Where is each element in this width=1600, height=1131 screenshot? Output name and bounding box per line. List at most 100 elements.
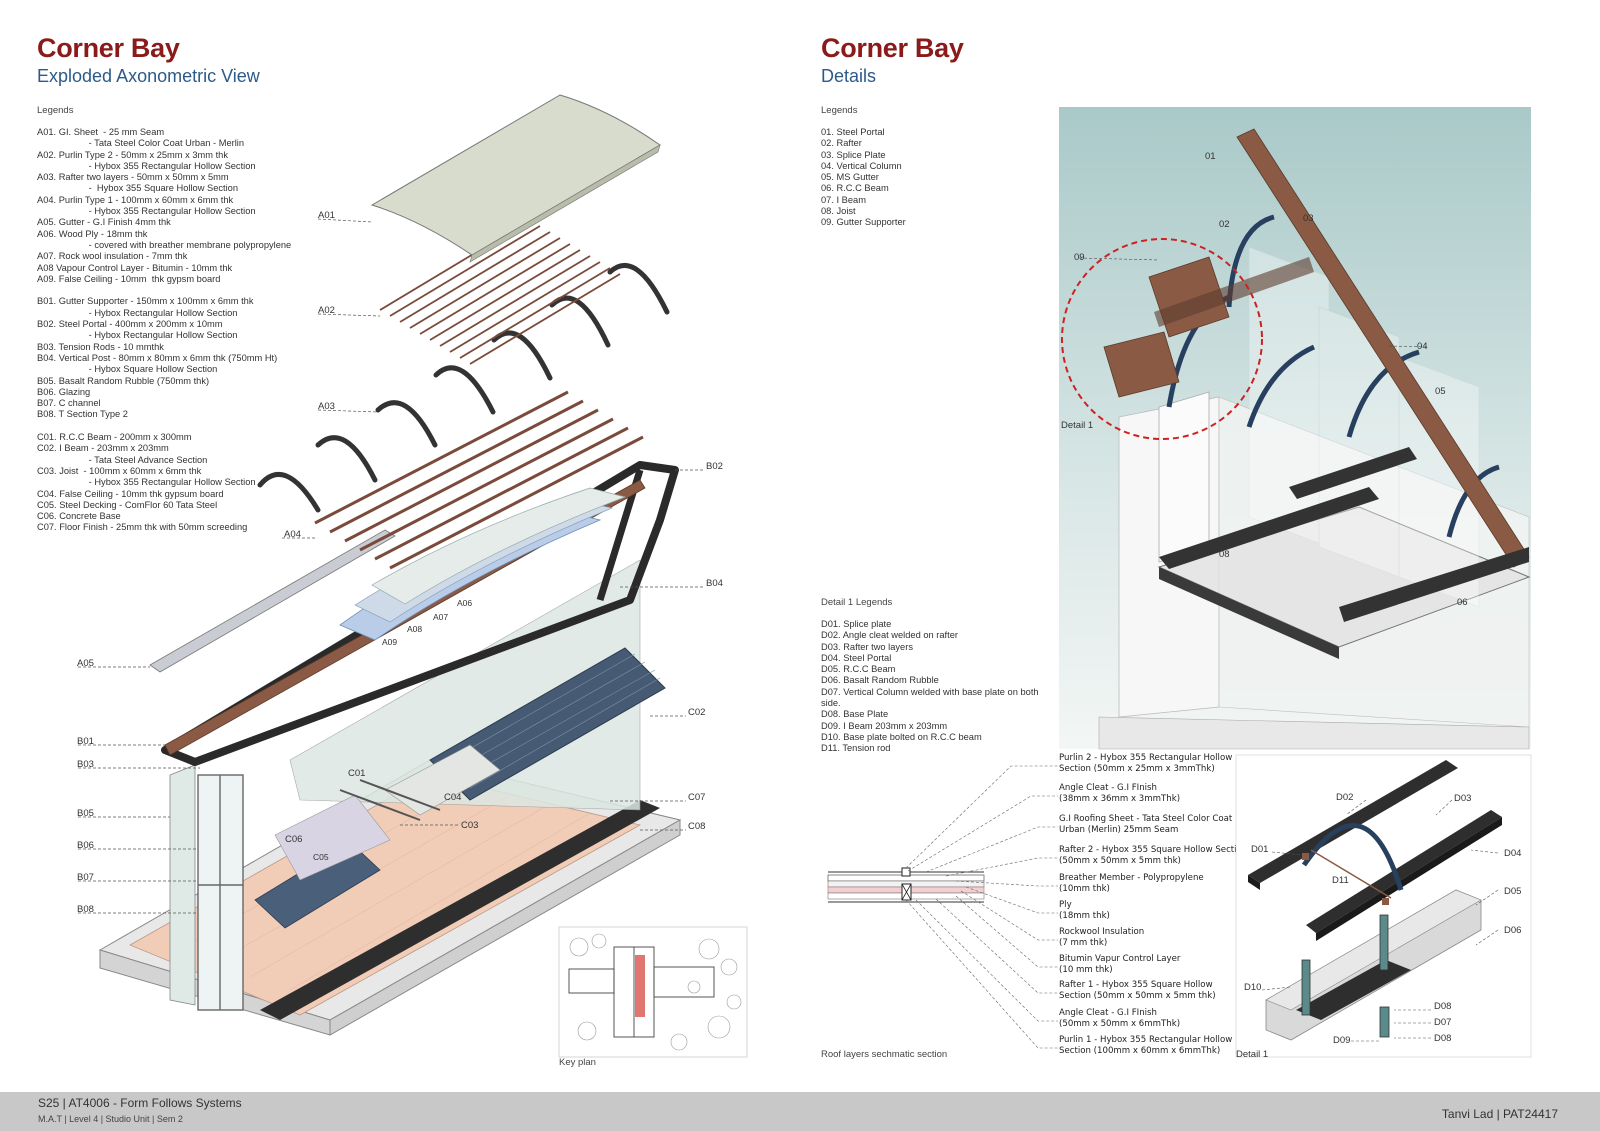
roof-layers	[339, 487, 627, 641]
legend-item: D11. Tension rod	[821, 743, 891, 754]
render-label-01: 01	[1205, 151, 1216, 162]
detail-label-d01: D01	[1251, 844, 1268, 855]
detail-label-d03: D03	[1454, 793, 1471, 804]
legend-item: B07. C channel	[37, 398, 101, 409]
label-a03: A03	[318, 401, 335, 412]
roof-layer-label: Urban (Merlin) 25mm Seam	[1059, 825, 1178, 835]
roof-layer-label: Section (50mm x 50mm x 5mm thk)	[1059, 991, 1216, 1001]
label-b06: B06	[77, 840, 94, 851]
detail-splice-plates	[1302, 853, 1389, 905]
legend-item: - Hybox Square Hollow Section	[37, 364, 218, 375]
legend-item: - Hybox 355 Rectangular Hollow Section	[37, 477, 256, 488]
legend-item: D09. I Beam 203mm x 203mm	[821, 720, 948, 731]
section-leaders	[905, 765, 1058, 1049]
label-b02: B02	[706, 461, 723, 472]
detail-columns	[1301, 914, 1390, 1038]
legend-item: - Hybox 355 Rectangular Hollow Section	[37, 206, 256, 217]
footer-meta: M.A.T | Level 4 | Studio Unit | Sem 2	[38, 1114, 183, 1124]
detail-label-d08-bottom: D08	[1434, 1033, 1451, 1044]
label-b01: B01	[77, 736, 94, 747]
render-detail-caption: Detail 1	[1061, 420, 1093, 431]
section-drawing	[827, 867, 985, 903]
legend-item: 03. Splice Plate	[821, 149, 886, 160]
key-plan-trees	[569, 933, 742, 1051]
legend-item: A01. GI. Sheet - 25 mm Seam	[37, 127, 165, 137]
label-b04: B04	[706, 578, 723, 589]
joists	[339, 779, 441, 821]
roof-layer-label: Section (50mm x 25mm x 3mmThk)	[1059, 764, 1215, 774]
roof-layer-label: G.I Roofing Sheet - Tata Steel Color Coa…	[1059, 814, 1233, 824]
render-label-04: 04	[1417, 341, 1428, 352]
roof-layer-label: Purlin 2 - Hybox 355 Rectangular Hollow	[1059, 753, 1232, 763]
detail-highlight-circle	[1061, 238, 1263, 440]
section-caption: Roof layers sechmatic section	[821, 1049, 948, 1060]
legend-item: A02. Purlin Type 2 - 50mm x 25mm x 3mm t…	[37, 149, 228, 160]
detail-label-d09: D09	[1333, 1035, 1350, 1046]
render-label-02: 02	[1219, 219, 1230, 230]
label-c07: C07	[688, 792, 705, 803]
rcc-beam-edge	[260, 800, 660, 1020]
key-plan	[558, 926, 748, 1058]
label-c03: C03	[461, 820, 478, 831]
legend-item: - Tata Steel Advance Section	[37, 454, 208, 465]
legend-item: B06. Glazing	[37, 386, 91, 397]
roof-layer-label: (10mm thk)	[1059, 884, 1110, 894]
legend-item: C01. R.C.C Beam - 200mm x 300mm	[37, 432, 192, 443]
detail-tension-rod	[1310, 849, 1392, 899]
roof-layer-labels: Purlin 2 - Hybox 355 Rectangular HollowS…	[1059, 753, 1247, 1056]
legend-item: C06. Concrete Base	[37, 511, 121, 522]
label-a09: A09	[382, 637, 397, 647]
legend-item: B03. Tension Rods - 10 mmthk	[37, 341, 164, 352]
legend-item: - Tata Steel Color Coat Urban - Merlin	[37, 138, 245, 149]
roof-layer-label: Angle Cleat - G.I FInish	[1059, 1008, 1157, 1018]
roof-layer-label: (50mm x 50mm x 6mmThk)	[1059, 1019, 1180, 1029]
rafters	[257, 263, 670, 513]
roof-layers-section: Purlin 2 - Hybox 355 Rectangular HollowS…	[827, 753, 1247, 1056]
legend-item: D04. Steel Portal	[821, 652, 892, 663]
legend-item: A04. Purlin Type 1 - 100mm x 60mm x 6mm …	[37, 194, 234, 205]
legend-item: B04. Vertical Post - 80mm x 80mm x 6mm t…	[37, 352, 278, 363]
legend-item: - covered with breather membrane polypro…	[37, 239, 292, 250]
roof-layer-label: Bitumin Vapur Control Layer	[1059, 954, 1181, 964]
key-plan-caption: Key plan	[559, 1057, 596, 1068]
label-c06: C06	[285, 834, 302, 845]
label-a01: A01	[318, 210, 335, 221]
legend-item: 01. Steel Portal	[821, 127, 885, 137]
legend-item: D03. Rafter two layers	[821, 641, 913, 652]
roof-layer-label: (7 mm thk)	[1059, 938, 1107, 948]
footer-bar: S25 | AT4006 - Form Follows Systems M.A.…	[0, 1092, 1600, 1131]
render-label-05: 05	[1435, 386, 1446, 397]
detail-render: 01 02 03 04 05 06 08 09 Detail 1	[1059, 107, 1531, 750]
legend-item: D06. Basalt Random Rubble	[821, 675, 939, 686]
legend-item: - Hybox 355 Rectangular Hollow Section	[37, 160, 256, 171]
left-legend-list: A01. GI. Sheet - 25 mm Seam - Tata Steel…	[37, 127, 291, 534]
left-page-subtitle: Exploded Axonometric View	[37, 66, 260, 86]
label-a05: A05	[77, 658, 94, 669]
label-b03: B03	[77, 759, 94, 770]
label-c04: C04	[444, 792, 461, 803]
stone-wall	[169, 764, 196, 1006]
roof-layer-label: Ply	[1059, 900, 1072, 910]
legend-item: A08 Vapour Control Layer - Bitumin - 10m…	[37, 262, 233, 273]
detail-label-d04: D04	[1504, 848, 1521, 859]
leader-lines	[78, 218, 705, 914]
legend-item: 08. Joist	[821, 206, 856, 217]
legend-item: 02. Rafter	[821, 138, 862, 149]
detail-leaders	[1261, 799, 1499, 1042]
legend-item: C04. False Ceiling - 10mm thk gypsum boa…	[37, 488, 224, 499]
right-page-subtitle: Details	[821, 66, 877, 86]
render-beams	[1159, 447, 1529, 622]
label-b08: B08	[77, 904, 94, 915]
legend-item: 07. I Beam	[821, 194, 866, 205]
roof-layer-label: Section (100mm x 60mm x 6mmThk)	[1059, 1046, 1220, 1056]
roof-layer-label: Rafter 1 - Hybox 355 Square Hollow	[1059, 980, 1213, 990]
legend-item: C07. Floor Finish - 25mm thk with 50mm s…	[37, 522, 248, 533]
render-label-08: 08	[1219, 549, 1230, 560]
render-label-09: 09	[1074, 252, 1085, 263]
detail-i-beam	[1296, 960, 1411, 1020]
roof-layer-label: (38mm x 36mm x 3mmThk)	[1059, 794, 1180, 804]
legend-item: C03. Joist - 100mm x 60mm x 6mm thk	[37, 465, 202, 476]
right-page-title: Corner Bay	[821, 33, 964, 63]
render-label-03: 03	[1303, 213, 1314, 224]
